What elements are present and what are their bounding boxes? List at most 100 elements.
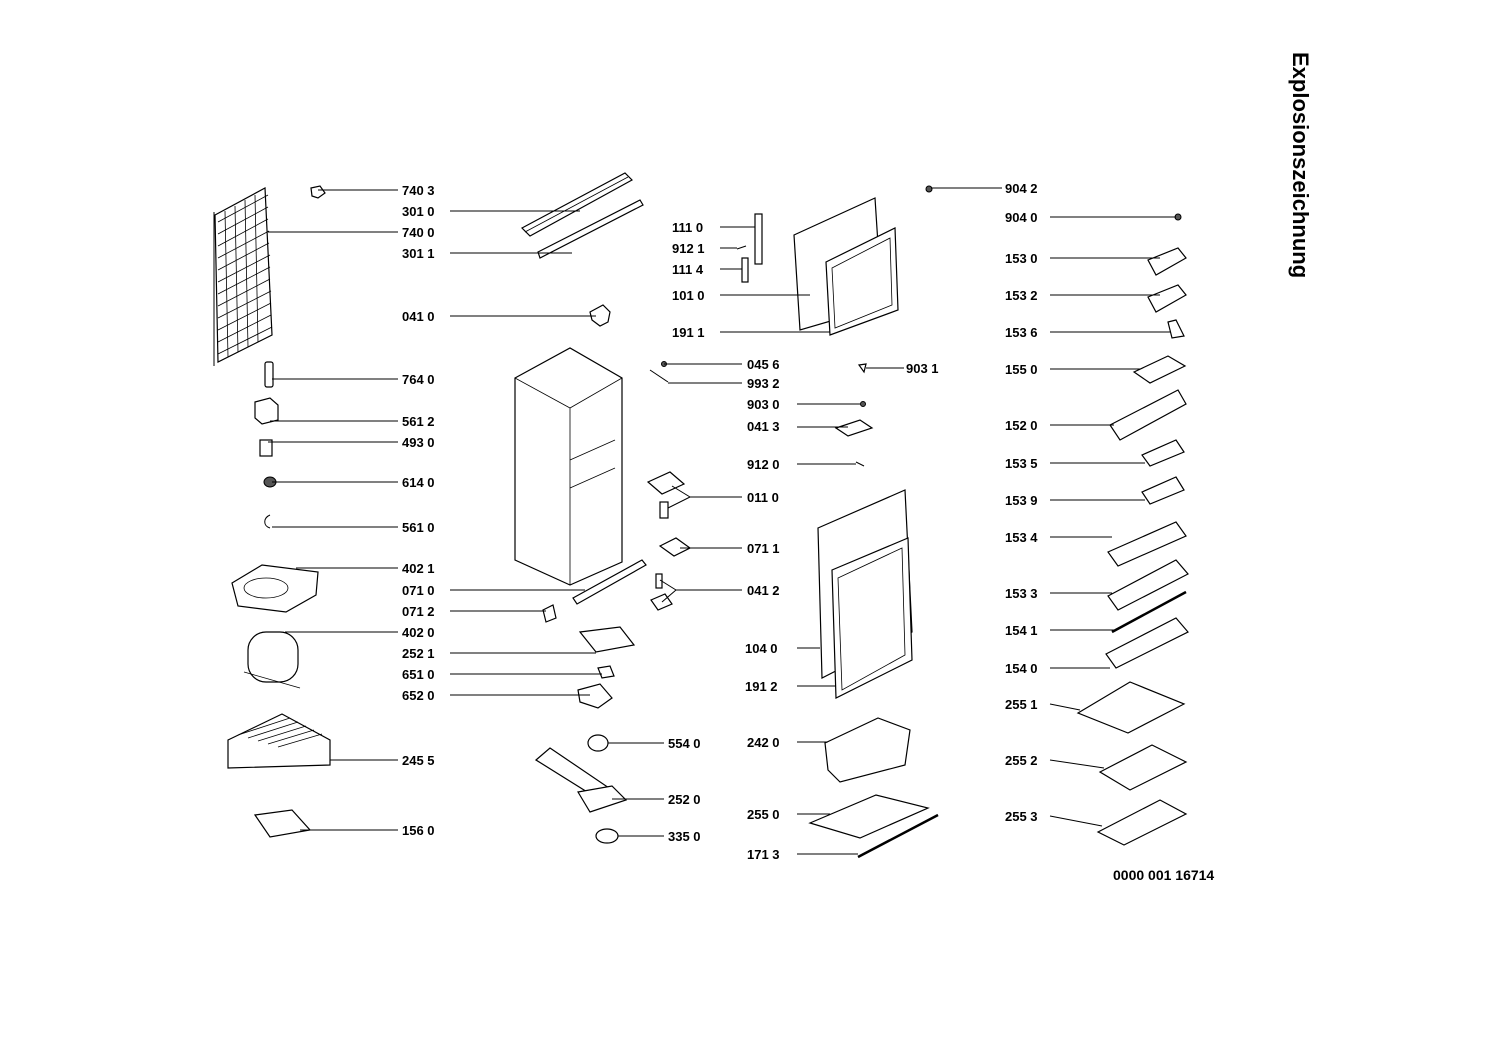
relay-drawing-5612 (254, 397, 279, 425)
label-9031: 903 1 (906, 361, 939, 376)
drier-drawing-7640 (264, 361, 274, 388)
part-drawing-1114 (741, 257, 749, 283)
label-1912: 191 2 (745, 679, 778, 694)
label-2552: 255 2 (1005, 753, 1038, 768)
ice-tray-drawing-1560 (253, 809, 312, 838)
label-9030: 903 0 (747, 397, 780, 412)
label-1532: 153 2 (1005, 288, 1038, 303)
part-drawing-2521 (578, 626, 636, 653)
tray-drawing-1532 (1147, 284, 1187, 313)
label-2553: 255 3 (1005, 809, 1038, 824)
label-2550: 255 0 (747, 807, 780, 822)
label-5612: 561 2 (402, 414, 435, 429)
label-2551: 255 1 (1005, 697, 1038, 712)
door-rack-drawing-1520 (1109, 389, 1187, 441)
freezer-gasket-drawing-1911 (825, 227, 899, 336)
label-1040: 104 0 (745, 641, 778, 656)
label-6520: 652 0 (402, 688, 435, 703)
label-5610: 561 0 (402, 520, 435, 535)
part-labels: 740 3 301 0 740 0 301 1 041 0 764 0 561 … (402, 181, 1038, 862)
leader-lines (268, 187, 1176, 855)
label-7403: 740 3 (402, 183, 435, 198)
box-drawing-1535 (1141, 439, 1185, 467)
tray-drawing-1530 (1147, 247, 1187, 276)
compressor-drawing-4020 (243, 631, 301, 689)
wire-basket-drawing-2455 (227, 713, 331, 769)
label-3011: 301 1 (402, 246, 435, 261)
label-4020: 402 0 (402, 625, 435, 640)
part-drawing-9120 (855, 461, 865, 467)
label-3010: 301 0 (402, 204, 435, 219)
fridge-gasket-drawing-1912 (831, 537, 913, 699)
diagram-title: Explosionszeichnung (1288, 52, 1313, 278)
part-drawing-1536 (1167, 319, 1185, 339)
label-0413: 041 3 (747, 419, 780, 434)
part-drawing-5610 (264, 514, 271, 529)
hinge-drawing-0110 (646, 471, 686, 519)
handle-drawing-1110 (754, 213, 763, 265)
label-2420: 242 0 (747, 735, 780, 750)
label-0710: 071 0 (402, 583, 435, 598)
egg-tray-drawing-1550 (1132, 355, 1187, 384)
part-drawing-0711 (658, 537, 692, 557)
label-6510: 651 0 (402, 667, 435, 682)
part-drawing-0712 (542, 604, 557, 623)
clip-drawing-7403 (310, 185, 326, 199)
part-drawing-9030 (860, 401, 866, 407)
wire-shelf-drawing-2551 (1076, 681, 1186, 734)
label-1533: 153 3 (1005, 586, 1038, 601)
label-1535: 153 5 (1005, 456, 1038, 471)
label-1539: 153 9 (1005, 493, 1038, 508)
wire-shelf-drawing-2553 (1096, 799, 1188, 846)
label-1540: 154 0 (1005, 661, 1038, 676)
label-1534: 153 4 (1005, 530, 1038, 545)
label-0456: 045 6 (747, 357, 780, 372)
part-drawing-5540 (587, 734, 609, 752)
label-1114: 111 4 (672, 262, 704, 277)
part-drawing-9932 (649, 369, 669, 383)
label-1536: 153 6 (1005, 325, 1038, 340)
compressor-tray-drawing-4021 (231, 564, 319, 613)
label-4021: 402 1 (402, 561, 435, 576)
part-drawing-0413 (834, 419, 874, 437)
top-strip-drawing-3010 (521, 172, 633, 237)
label-9120: 912 0 (747, 457, 780, 472)
part-drawing-6520 (577, 683, 613, 709)
part-drawing-3350 (595, 828, 619, 844)
label-0410: 041 0 (402, 309, 435, 324)
door-rack-drawing-1534 (1107, 521, 1187, 567)
label-6140: 614 0 (402, 475, 435, 490)
label-7640: 764 0 (402, 372, 435, 387)
label-0412: 041 2 (747, 583, 780, 598)
label-1713: 171 3 (747, 847, 780, 862)
part-drawing-9031 (857, 363, 867, 374)
label-0110: 011 0 (747, 490, 779, 505)
label-5540: 554 0 (668, 736, 701, 751)
glass-shelf-drawing-2550 (808, 794, 930, 839)
box-drawing-1539 (1141, 476, 1185, 505)
condenser-grid-drawing (213, 187, 273, 366)
part-drawing-2520 (534, 747, 628, 813)
label-4930: 493 0 (402, 435, 435, 450)
label-1541: 154 1 (1005, 623, 1038, 638)
part-drawing-4930 (259, 439, 273, 457)
label-7400: 740 0 (402, 225, 435, 240)
label-1530: 153 0 (1005, 251, 1038, 266)
part-drawing-0412 (650, 573, 673, 611)
cabinet-drawing (514, 347, 623, 586)
part-drawing-1713 (857, 813, 939, 859)
door-rack-drawing-1533 (1107, 559, 1189, 611)
label-1010: 101 0 (672, 288, 705, 303)
bar-drawing-1541 (1111, 590, 1187, 634)
label-2521: 252 1 (402, 646, 435, 661)
label-0711: 071 1 (747, 541, 780, 556)
part-drawing-6510 (597, 665, 615, 679)
label-3350: 335 0 (668, 829, 701, 844)
screw-drawing-9121 (736, 245, 747, 250)
label-1520: 152 0 (1005, 418, 1038, 433)
label-1550: 155 0 (1005, 362, 1038, 377)
label-9040: 904 0 (1005, 210, 1038, 225)
rail-drawing-0710 (572, 559, 647, 605)
label-2455: 245 5 (402, 753, 435, 768)
